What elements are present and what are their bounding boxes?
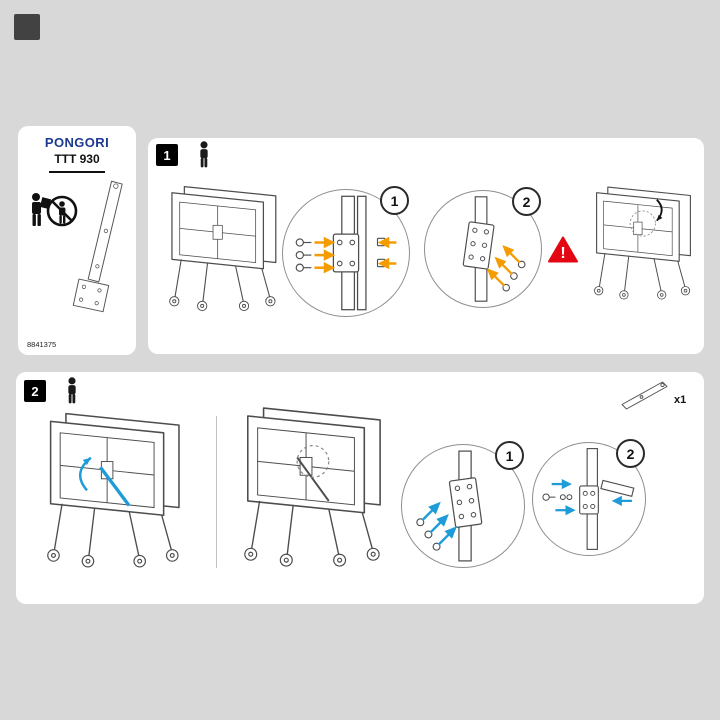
step-2-number-badge: 2 [24,380,46,402]
step-1-panel: 1 [148,138,704,354]
screw-detail-drawing [542,448,635,550]
one-person-icon [200,141,208,168]
folded-table-drawing-step2-left [46,412,180,568]
brand-name: PONGORI [44,135,110,150]
svg-text:!: ! [560,245,565,262]
step-1-number-badge: 1 [156,144,178,166]
screw-detail-drawing [295,195,397,311]
part-quantity-label: x1 [674,394,687,406]
folded-table-drawing-step2-right [244,407,381,567]
no-single-person-carry-icon [32,193,78,227]
support-bar-part-drawing [72,180,123,313]
orange-arrows [486,245,521,287]
blue-arrows [551,478,632,516]
model-name: TTT 930 [54,152,100,166]
callout-number-badge: 2 [512,187,541,216]
blue-arrows [421,501,458,546]
black-curved-arrow [656,199,663,222]
page-corner-mark [14,14,40,40]
product-card: PONGORI TTT 930 [18,126,136,355]
prohibition-circle-icon [46,195,78,227]
callout-number-badge: 1 [495,441,524,470]
step1-callout-2: 2 [424,187,542,308]
reference-number: 8841375 [27,340,57,349]
folded-table-drawing-step1-left [169,185,277,312]
warning-triangle-icon: ! [548,236,578,263]
folded-table-drawing-step1-right [593,186,691,300]
callout-number-badge: 1 [380,186,409,215]
support-bar-part-small-drawing [621,381,668,410]
card-divider [49,171,105,173]
one-person-icon [68,377,76,404]
screw-detail-drawing [462,196,526,302]
screw-detail-drawing [416,450,483,562]
blue-curved-arrow [79,456,92,492]
callout-number-badge: 2 [616,439,645,468]
step2-callout-1: 1 [401,441,525,568]
step2-callout-2: 2 [532,439,646,556]
section-divider [216,416,217,568]
orange-arrows [314,236,397,274]
step1-callout-1: 1 [282,186,410,317]
step-2-panel: 2 x1 [16,372,704,604]
